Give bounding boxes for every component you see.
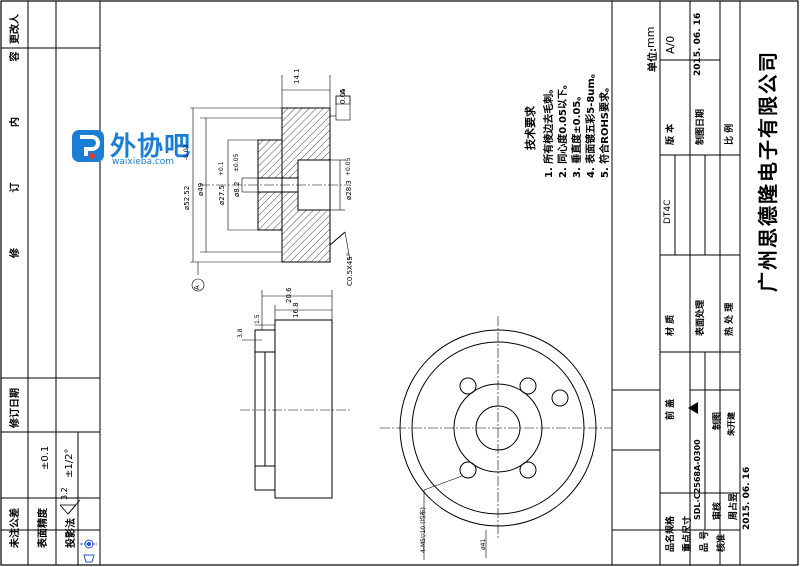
front-dimensions (423, 475, 487, 560)
revision-person-label: 更改人 (10, 14, 21, 44)
part-no-label: 品 号 (700, 530, 710, 552)
product-label: 品名规格 (666, 515, 676, 552)
projection-label: 投影法 (66, 518, 77, 548)
drawing-label: 制图 (713, 411, 723, 430)
dim-dia-27: ø27.5 (218, 185, 226, 205)
dim-dia-49: ø49 (197, 182, 205, 196)
projection-symbol (80, 539, 98, 563)
review-label: 审核 (713, 501, 723, 520)
tech-req-item-5: 5. 符合ROHS要求。 (600, 81, 611, 178)
dim-datum: A (193, 285, 201, 290)
roughness-value: 3.2 (60, 487, 69, 500)
dim-dia-27-tol: +0.1 (218, 161, 225, 176)
logo-name: 外协吧 (110, 132, 192, 162)
surface-label: 表面处理 (696, 299, 706, 336)
section-view (200, 107, 350, 263)
version-value: A/0 (664, 35, 677, 54)
revision-date-label: 修订日期 (10, 388, 21, 428)
dim-len-1-5: 1.5 (254, 314, 261, 324)
dim-len-20-6: 20.6 (285, 287, 293, 303)
roughness-label: 表面精度 (38, 508, 49, 548)
side-view (240, 319, 350, 499)
company-name: 广州思德隆电子有限公司 (756, 50, 780, 292)
dim-dia-41: ø41 (480, 538, 487, 550)
tech-req-item-4: 4. 表面镀五彩5-8um。 (586, 68, 597, 178)
grade-label: 前 盖 (666, 398, 676, 420)
dim-flatness-datum: A (339, 89, 347, 94)
review-person: 周占昱 (729, 492, 739, 520)
heat-label: 热 处 理 (725, 302, 735, 336)
tech-req-item-1: 1. 所有棱边去毛刺。 (544, 83, 555, 178)
version-label: 版 本 (666, 123, 676, 145)
tolerance-label: 未注公差 (10, 508, 21, 548)
drawing-date-label: 制图日期 (696, 108, 706, 145)
unit-value: mm (644, 26, 657, 48)
tolerance-angle: ±1/2° (64, 448, 75, 478)
section-dimensions (190, 75, 351, 292)
drawing-person: 朱开建 (727, 412, 736, 436)
side-dimensions (242, 290, 333, 341)
dim-dia-28: ø28.3 (345, 180, 353, 200)
dim-thread: 4-M5▽10 (均布) (420, 507, 427, 553)
watermark-logo: 外协吧 waixieba.com (70, 126, 210, 170)
dim-dia-28-tol: +0.05 (345, 157, 352, 176)
check-label: 核准 (717, 533, 727, 552)
dim-dia-8-tol: ±0.05 (233, 153, 240, 172)
title-block-lines (611, 1, 741, 565)
tolerance-linear: ±0.1 (40, 445, 51, 470)
logo-url: waixieba.com (112, 157, 175, 167)
dim-chamfer: C0.5X45° (346, 252, 354, 286)
dim-dia-outer: ø52.52 (183, 185, 191, 210)
tech-req-item-2: 2. 同心度0.05以下。 (558, 79, 569, 178)
dim-dia-outer-tol: -0.03 (183, 144, 190, 160)
triangle-mark (688, 402, 698, 414)
dim-top-width: 14.1 (293, 68, 301, 84)
left-strip-lines (1, 1, 101, 565)
logo-icon (72, 130, 104, 162)
scale-label: 比 例 (725, 123, 735, 145)
part-no-value: SDL-C2568A-0300 (693, 439, 702, 520)
material-label: 材 质 (666, 314, 676, 336)
drawing-date-value: 2015. 06. 16 (693, 12, 703, 76)
tech-req-title: 技术要求 (524, 106, 537, 150)
front-view (380, 316, 612, 540)
dim-dia-8: ø8.2 (233, 181, 241, 197)
dim-len-16-8: 16.8 (292, 302, 300, 318)
key-dim-label: 重点尺寸 (683, 515, 693, 552)
revision-content-label: 修 订 内 容 (10, 51, 21, 258)
roughness-symbol (59, 499, 81, 515)
material-value: DT4C (663, 199, 673, 224)
dim-len-3-8: 3.8 (237, 328, 244, 338)
tech-req-item-3: 3. 垂直度±0.05。 (572, 90, 583, 178)
unit-label: 单位: (648, 48, 659, 72)
review-date: 2015. 06. 16 (742, 466, 752, 530)
